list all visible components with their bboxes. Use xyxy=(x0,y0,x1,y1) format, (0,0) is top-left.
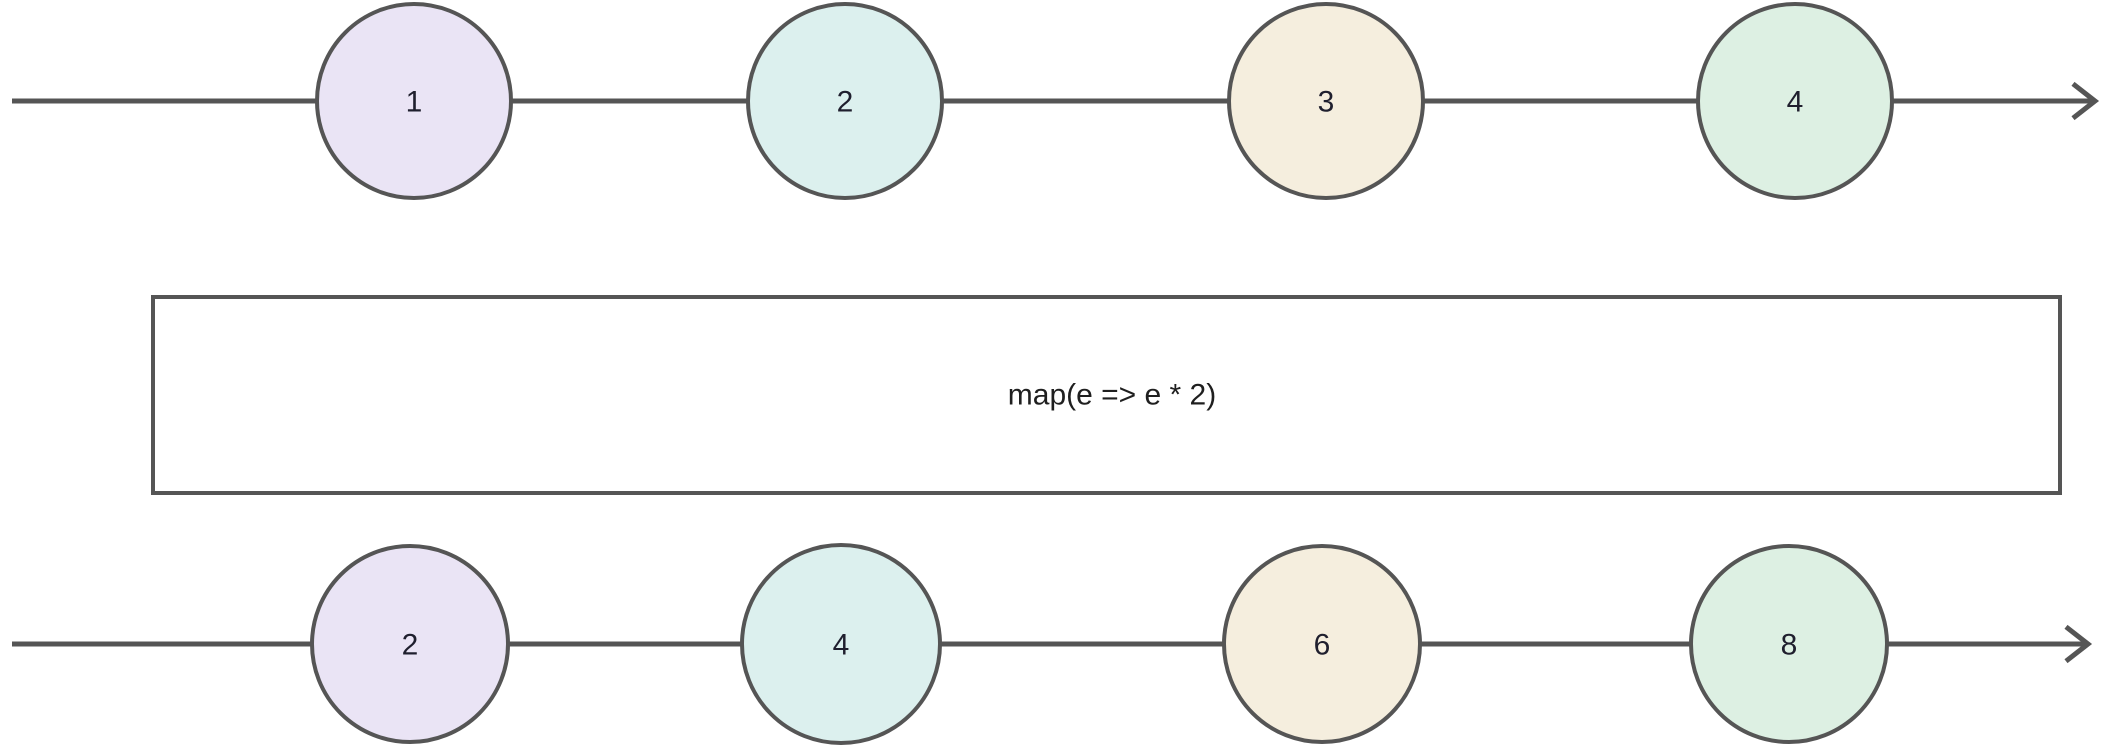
result-stream-group: 2 4 6 8 xyxy=(12,543,2093,745)
result-marble-1[interactable]: 4 xyxy=(740,543,942,745)
marble-circle[interactable] xyxy=(310,544,510,744)
source-marble-0[interactable]: 1 xyxy=(315,2,513,200)
source-marble-3[interactable]: 4 xyxy=(1696,2,1894,200)
operator-box-group[interactable]: map(e => e * 2) xyxy=(151,295,2062,495)
source-stream-group: 1 2 3 4 xyxy=(12,2,2100,200)
source-marble-1[interactable]: 2 xyxy=(746,2,944,200)
marble-circle[interactable] xyxy=(1222,544,1422,744)
operator-box[interactable] xyxy=(151,295,2062,495)
result-stream-arrow-icon xyxy=(2064,624,2093,664)
result-marble-2[interactable]: 6 xyxy=(1222,544,1422,744)
marble-circle[interactable] xyxy=(1227,2,1425,200)
result-marble-3[interactable]: 8 xyxy=(1689,544,1889,744)
marble-circle[interactable] xyxy=(746,2,944,200)
result-marble-0[interactable]: 2 xyxy=(310,544,510,744)
marble-circle[interactable] xyxy=(1696,2,1894,200)
marble-circle[interactable] xyxy=(315,2,513,200)
source-stream-arrow-icon xyxy=(2071,81,2100,121)
marble-circle[interactable] xyxy=(1689,544,1889,744)
marble-circle[interactable] xyxy=(740,543,942,745)
source-marble-2[interactable]: 3 xyxy=(1227,2,1425,200)
